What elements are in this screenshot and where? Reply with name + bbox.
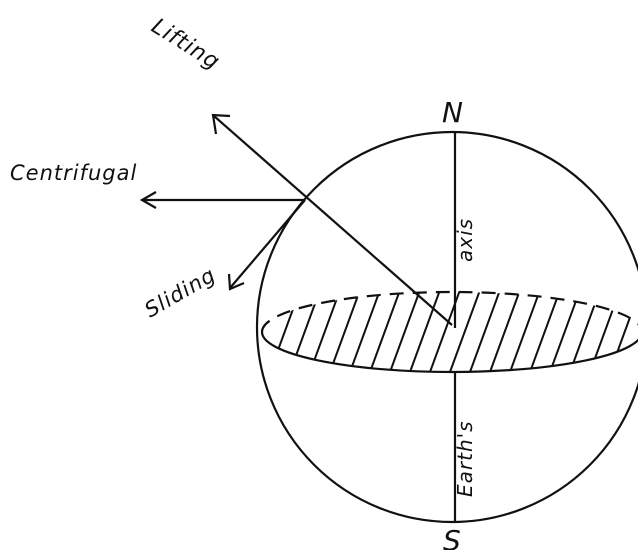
sliding-force-arrow <box>229 199 306 289</box>
equator-front <box>260 331 638 374</box>
lifting-force-arrow <box>213 115 453 326</box>
south-pole-label: S <box>443 524 462 550</box>
earths-label: Earth's <box>453 420 477 497</box>
north-pole-label: N <box>442 96 464 129</box>
equatorial-plane-hatching <box>269 292 638 372</box>
lifting-label: Lifting <box>147 14 225 75</box>
centrifugal-arrowhead <box>139 191 157 209</box>
equator-back-dashed <box>260 290 638 333</box>
sliding-arrowhead <box>227 273 245 291</box>
centrifugal-label: Centrifugal <box>10 161 137 185</box>
earth-sphere <box>255 130 638 524</box>
lifting-arrowhead <box>211 113 231 135</box>
sliding-label: Sliding <box>141 263 220 323</box>
axis-label: axis <box>453 218 477 262</box>
